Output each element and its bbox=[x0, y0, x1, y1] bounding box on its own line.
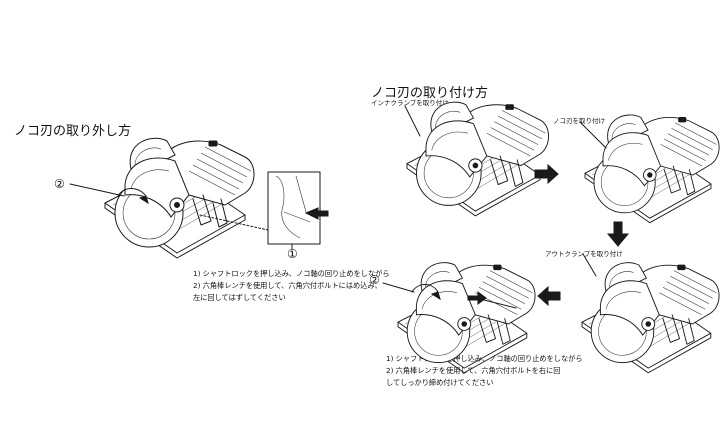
left-label-2: ② bbox=[54, 177, 65, 191]
right-label-2: ② bbox=[369, 273, 380, 287]
right-instructions: 1) シャフトロックを押し込み、ノコ軸の回り止めをしながら 2) 六角棒レンチを… bbox=[386, 353, 583, 389]
left-instructions: 1) シャフトロックを押し込み、ノコ軸の回り止めをしながら 2) 六角棒レンチを… bbox=[193, 268, 390, 304]
right-instruction-3: してしっかり締め付けてください bbox=[386, 378, 494, 387]
left-title: ノコ刃の取り外し方 bbox=[14, 124, 132, 139]
arrow-step1-to-2 bbox=[534, 163, 559, 185]
step1-saw-drawing bbox=[404, 101, 550, 217]
left-instruction-3: 左に回してはずしてください bbox=[193, 293, 286, 302]
right-instruction-2: 2) 六角棒レンチを使用して、六角穴付ボルトを右に回 bbox=[386, 366, 561, 375]
step4-saw-drawing bbox=[382, 262, 536, 374]
right-instruction-1: 1) シャフトロックを押し込み、ノコ軸の回り止めをしながら bbox=[386, 354, 583, 363]
step2-saw-drawing bbox=[579, 114, 720, 224]
left-label-1: ① bbox=[287, 247, 298, 261]
left-instruction-2: 2) 六角棒レンチを使用して、六角穴付ボルトにはめ込み、 bbox=[193, 281, 382, 290]
left-instruction-1: 1) シャフトロックを押し込み、ノコ軸の回り止めをしながら bbox=[193, 269, 390, 278]
step-blade-label: ノコ刃を取り付け bbox=[553, 117, 605, 125]
arrow-step2-to-3 bbox=[606, 221, 630, 247]
arrow-step3-to-4 bbox=[537, 285, 561, 307]
right-title: ノコ刃の取り付け方 bbox=[371, 86, 489, 101]
step-outer-clamp-label: アウトクランプを取り付け bbox=[545, 250, 623, 258]
left-saw-drawing bbox=[69, 137, 329, 259]
step-inner-clamp-label: インナクランプを取り付け bbox=[371, 99, 449, 107]
step3-saw-drawing bbox=[581, 253, 720, 374]
